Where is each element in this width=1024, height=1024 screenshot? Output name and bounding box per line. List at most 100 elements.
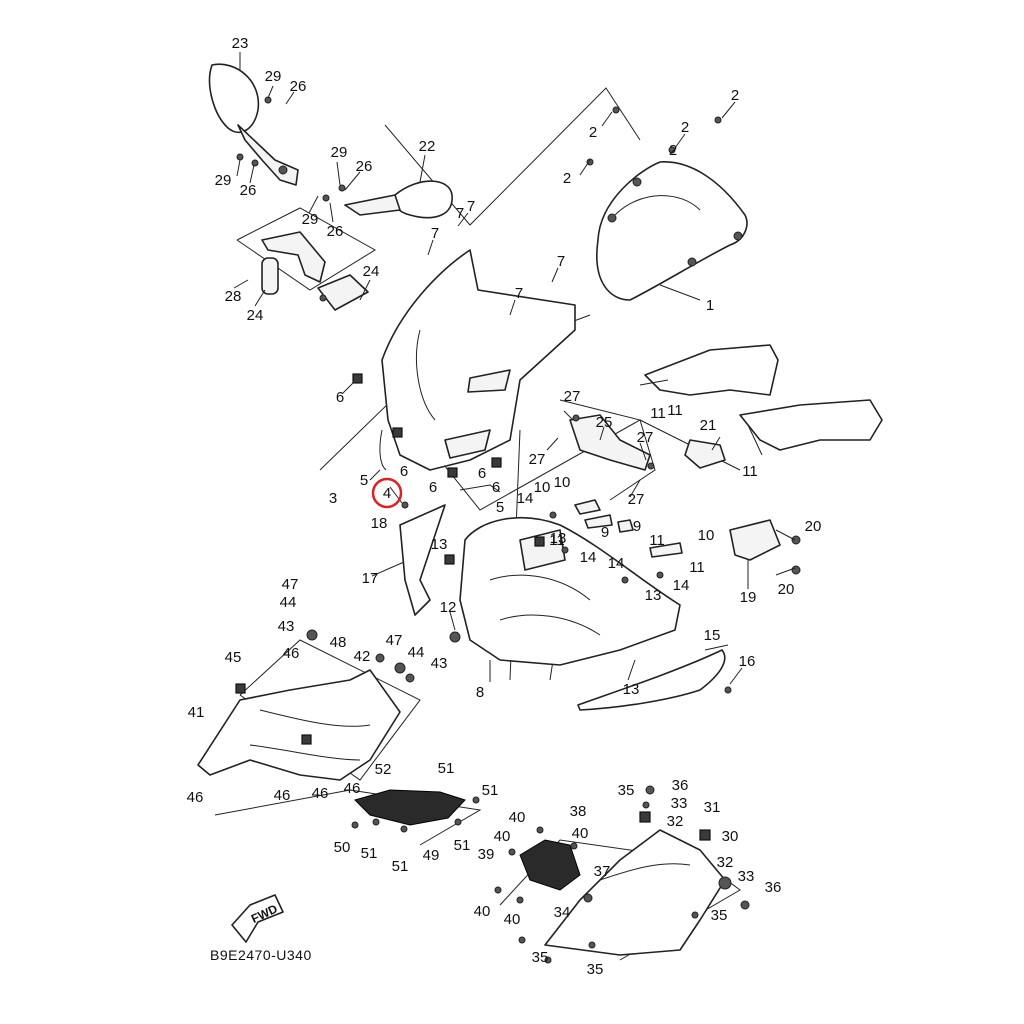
callout-32: 32	[667, 813, 684, 830]
callout-51: 51	[438, 760, 455, 777]
mirror-left	[208, 63, 299, 186]
callout-20: 20	[805, 518, 822, 535]
callout-22: 22	[419, 138, 436, 155]
callout-40: 40	[494, 828, 511, 845]
callout-11: 11	[742, 463, 758, 480]
reference-code: B9E2470-U340	[210, 947, 312, 963]
callout-37: 37	[594, 863, 611, 880]
callout-40: 40	[474, 903, 491, 920]
callout-2: 2	[669, 142, 677, 159]
callout-46: 46	[312, 785, 329, 802]
callout-2: 2	[563, 170, 571, 187]
callout-40: 40	[509, 809, 526, 826]
callout-26: 26	[240, 182, 257, 199]
callout-7: 7	[557, 253, 565, 270]
callout-28: 28	[225, 288, 242, 305]
front-stay	[569, 414, 801, 575]
callout-12: 12	[440, 599, 457, 616]
callout-27: 27	[637, 429, 654, 446]
callout-43: 43	[278, 618, 295, 635]
callout-35: 35	[618, 782, 635, 799]
callout-5: 5	[360, 472, 368, 489]
mirror-right	[322, 180, 453, 219]
callout-46: 46	[344, 780, 361, 797]
callout-14: 14	[580, 549, 597, 566]
fwd-arrow: FWD	[231, 894, 284, 943]
callout-44: 44	[280, 594, 297, 611]
callout-13: 13	[431, 536, 448, 553]
callout-35: 35	[587, 961, 604, 978]
callout-6: 6	[336, 389, 344, 406]
callout-20: 20	[778, 581, 795, 598]
callout-34: 34	[554, 904, 571, 921]
callout-49: 49	[423, 847, 440, 864]
callout-2: 2	[589, 124, 597, 141]
callout-25: 25	[596, 414, 613, 431]
callout-labels: 1 2 2 2 2 2 3 4 5 5 6 6 6 6 6 7 7 7 7 7 …	[187, 35, 822, 978]
callout-9: 9	[601, 524, 609, 541]
callout-13: 13	[645, 587, 662, 604]
callout-15: 15	[704, 627, 721, 644]
callout-16: 16	[739, 653, 756, 670]
callout-48: 48	[330, 634, 347, 651]
callout-24: 24	[363, 263, 380, 280]
callout-41: 41	[188, 704, 205, 721]
callout-7: 7	[467, 198, 475, 215]
callout-26: 26	[356, 158, 373, 175]
callout-18: 18	[371, 515, 388, 532]
callout-19: 19	[740, 589, 757, 606]
callout-13: 13	[623, 681, 640, 698]
callout-42: 42	[354, 648, 371, 665]
callout-35: 35	[711, 907, 728, 924]
callout-6: 6	[429, 479, 437, 496]
callout-5: 5	[496, 499, 504, 516]
callout-27: 27	[628, 491, 645, 508]
callout-27: 27	[564, 388, 581, 405]
callout-14: 14	[673, 577, 690, 594]
callout-52: 52	[375, 761, 392, 778]
callout-27: 27	[529, 451, 546, 468]
callout-46: 46	[283, 645, 300, 662]
callout-38: 38	[570, 803, 587, 820]
callout-45: 45	[225, 649, 242, 666]
callout-11: 11	[667, 402, 683, 419]
callout-46: 46	[187, 789, 204, 806]
callout-6: 6	[478, 465, 486, 482]
lower-right-fairing	[518, 785, 750, 964]
windshield	[586, 106, 748, 301]
callout-23: 23	[232, 35, 249, 52]
callout-7: 7	[515, 285, 523, 302]
inner-panels	[639, 344, 883, 456]
callout-31: 31	[704, 799, 721, 816]
callout-6: 6	[492, 479, 500, 496]
callout-35: 35	[532, 949, 549, 966]
callout-47: 47	[282, 576, 299, 593]
callout-2: 2	[681, 119, 689, 136]
callout-24: 24	[247, 307, 264, 324]
callout-30: 30	[722, 828, 739, 845]
callout-7: 7	[431, 225, 439, 242]
callout-3: 3	[329, 490, 337, 507]
callout-29: 29	[302, 211, 319, 228]
upper-cowling	[352, 249, 576, 478]
callout-14: 14	[517, 490, 534, 507]
callout-4-highlight	[371, 477, 403, 509]
callout-33: 33	[738, 868, 755, 885]
callout-51: 51	[482, 782, 499, 799]
callout-26: 26	[327, 223, 344, 240]
mesh-panel-left	[351, 789, 480, 833]
callout-44: 44	[408, 644, 425, 661]
lower-cowl	[577, 649, 732, 711]
callout-32: 32	[717, 854, 734, 871]
callout-6: 6	[400, 463, 408, 480]
callout-11: 11	[689, 559, 705, 576]
callout-50: 50	[334, 839, 351, 856]
callout-13: 13	[550, 530, 567, 547]
callout-10: 10	[534, 479, 551, 496]
callout-1: 1	[706, 297, 714, 314]
callout-14: 14	[608, 555, 625, 572]
callout-36: 36	[765, 879, 782, 896]
callout-29: 29	[265, 68, 282, 85]
callout-21: 21	[700, 417, 717, 434]
mirror-stay-bracket	[261, 231, 369, 311]
